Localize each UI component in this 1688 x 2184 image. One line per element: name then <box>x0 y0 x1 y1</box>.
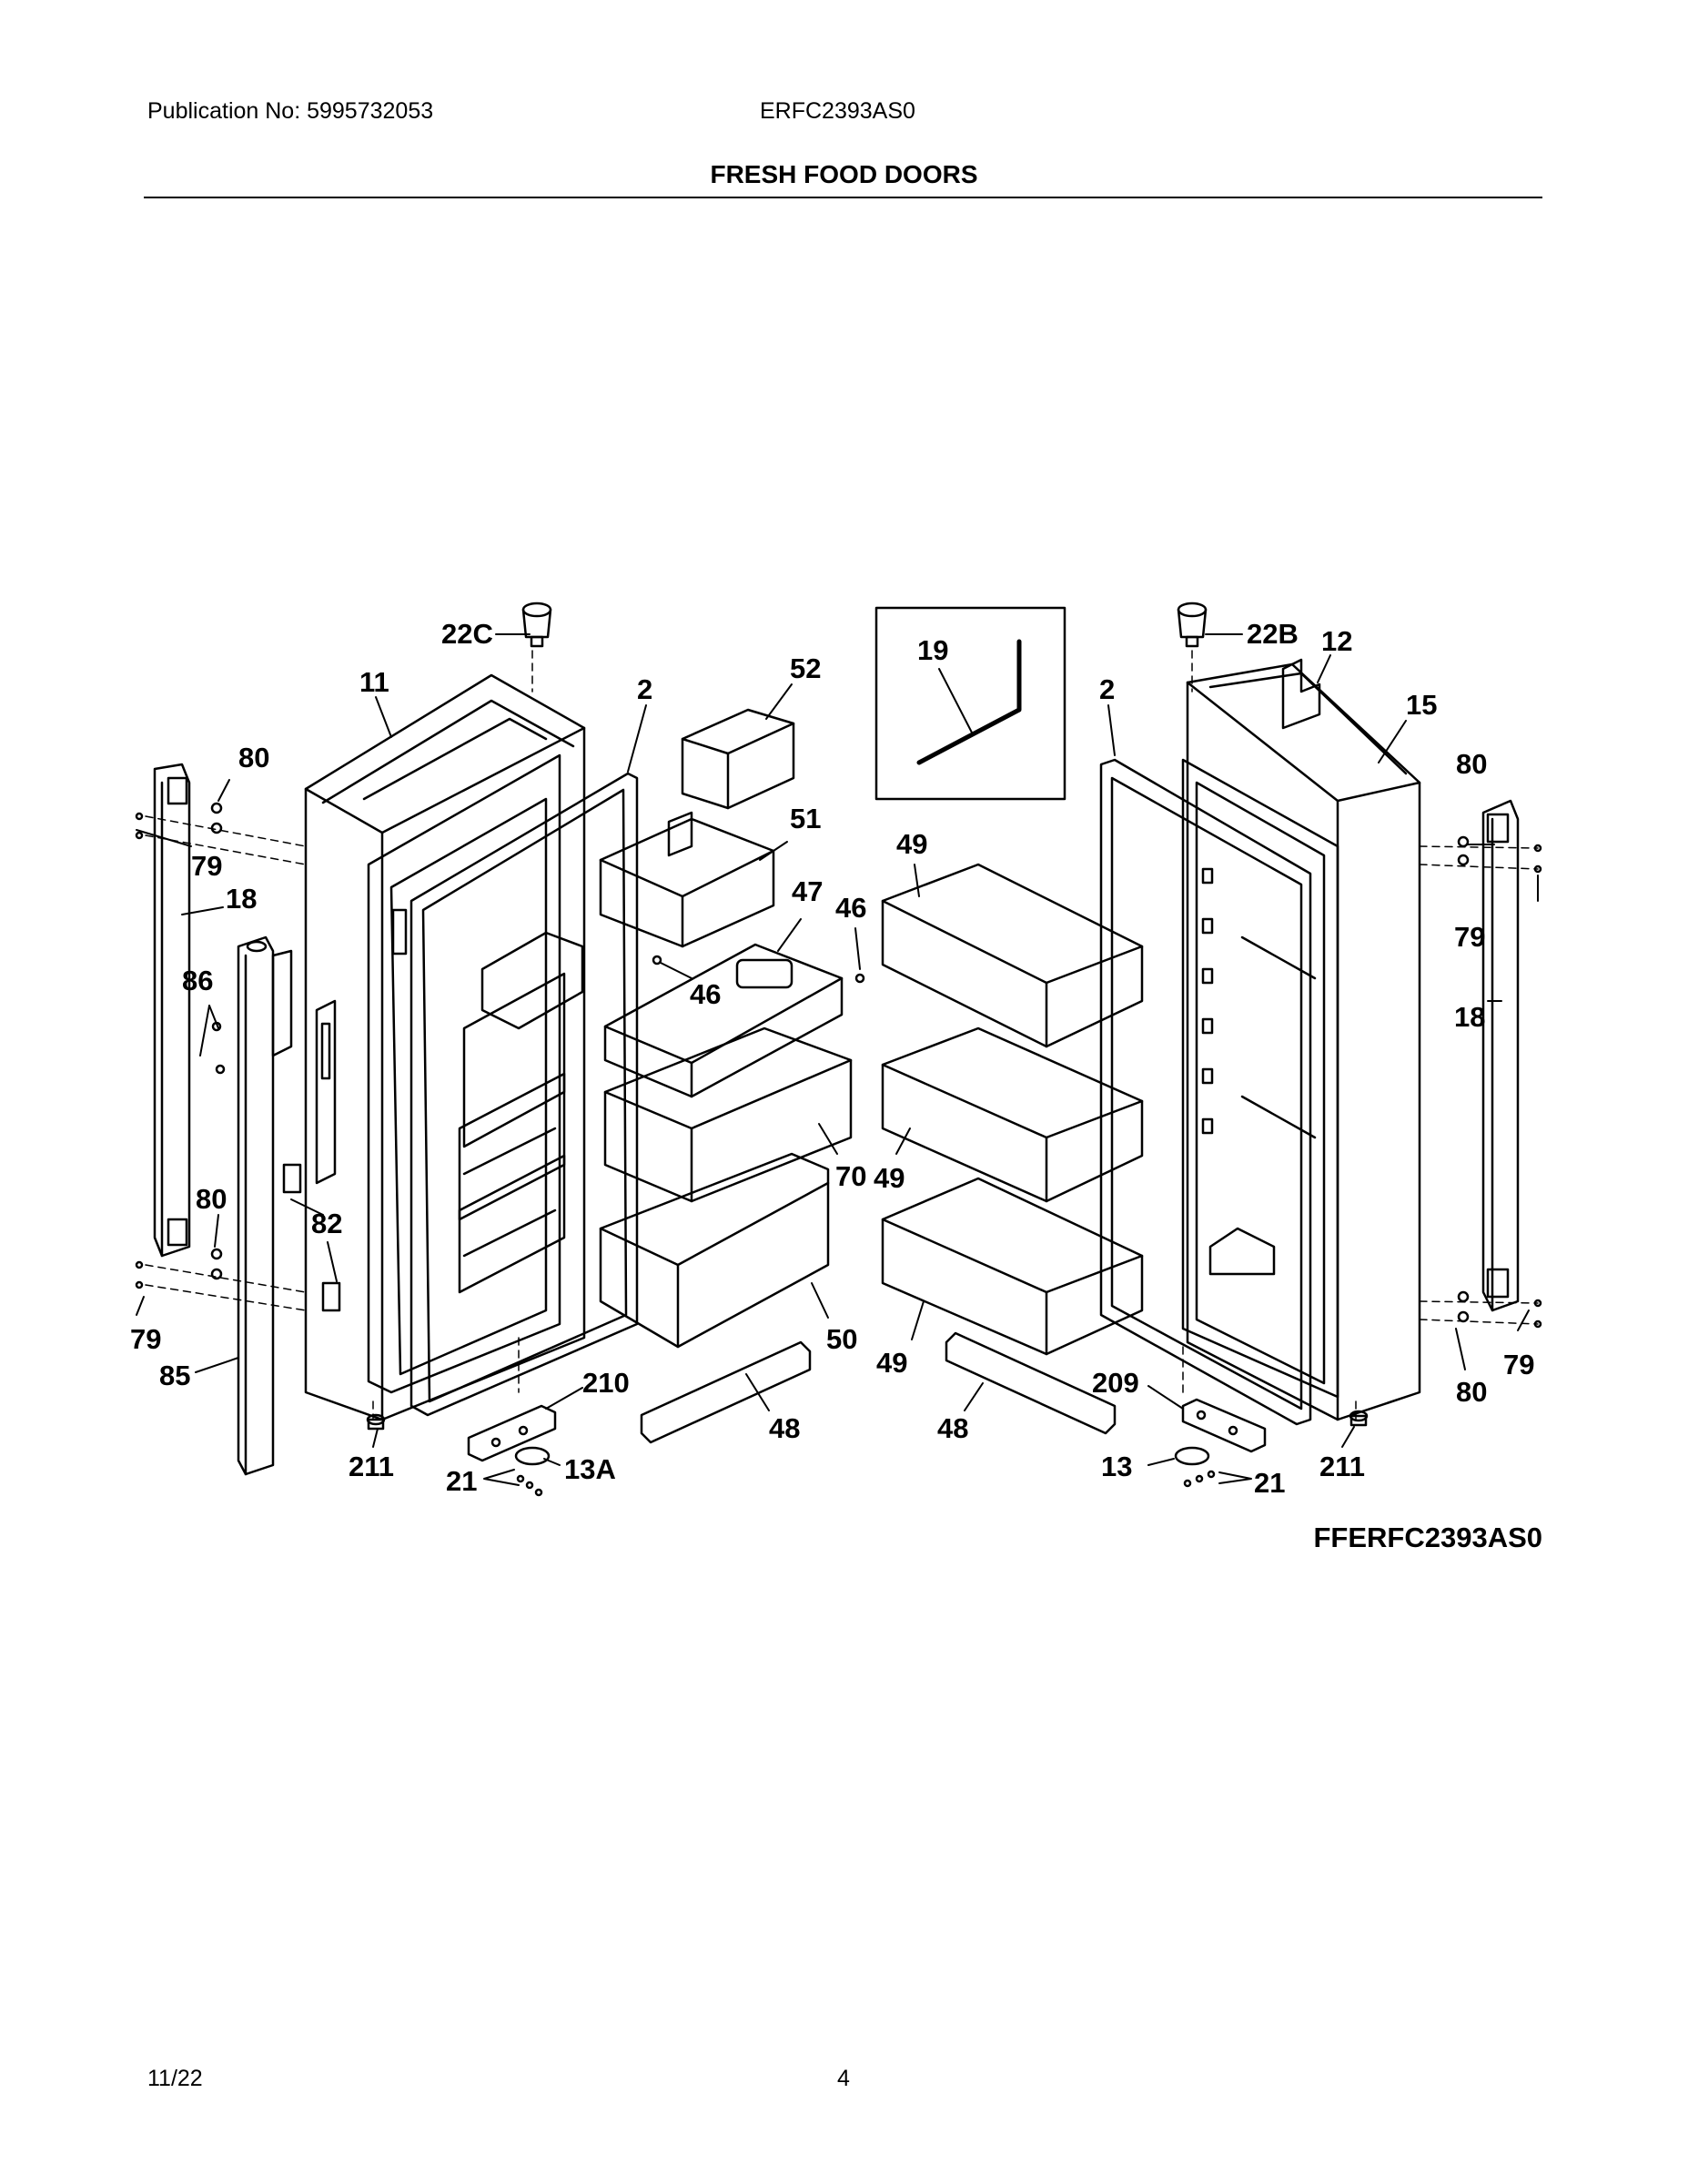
left-door-outer-panel <box>304 673 586 1421</box>
door-bin-49-top <box>881 863 1144 1048</box>
callout-49-middle: 49 <box>874 1162 905 1194</box>
callout-49-top: 49 <box>896 828 927 860</box>
door-bin-50 <box>599 1152 830 1349</box>
callout-22C: 22C <box>441 618 493 650</box>
callout-86: 86 <box>182 965 213 996</box>
left-door-inner-liner <box>315 753 561 1394</box>
callout-15: 15 <box>1406 689 1437 721</box>
leader-lines <box>136 633 1539 1486</box>
callout-70: 70 <box>835 1160 866 1192</box>
callout-52: 52 <box>790 652 821 684</box>
callout-49-bottom: 49 <box>876 1347 907 1379</box>
header-rule <box>144 197 1542 198</box>
callout-51: 51 <box>790 803 821 834</box>
callout-47: 47 <box>792 875 823 907</box>
screws-46 <box>652 955 865 984</box>
door-bin-49-middle <box>881 1026 1144 1203</box>
callout-21-right: 21 <box>1254 1467 1285 1499</box>
callout-211-left: 211 <box>349 1451 394 1482</box>
left-hinge-210 <box>467 1404 557 1462</box>
callout-13: 13 <box>1101 1451 1132 1482</box>
right-hinge-209 <box>1181 1398 1267 1453</box>
drawing-code: FFERFC2393AS0 <box>1313 1522 1542 1553</box>
callout-21-left: 21 <box>446 1465 477 1497</box>
left-handle-screws <box>135 802 341 1312</box>
left-door-dispenser-recess <box>458 931 584 1294</box>
callout-46-left: 46 <box>690 978 721 1010</box>
bin-trim-48-right <box>945 1331 1117 1435</box>
callout-79-left-top: 79 <box>191 850 222 882</box>
model-number: ERFC2393AS0 <box>760 98 915 124</box>
callout-11: 11 <box>359 666 389 698</box>
left-door-top-cap-22C <box>521 602 552 648</box>
callout-79-right-bottom: 79 <box>1503 1349 1534 1380</box>
dairy-bin-70 <box>603 1026 853 1203</box>
page-number: 4 <box>837 2066 850 2091</box>
left-handle-18 <box>153 763 191 1258</box>
right-handle-screws <box>1457 835 1542 1329</box>
left-alignment-lines <box>145 650 533 1421</box>
inset-box-wrench-19 <box>874 606 1066 801</box>
callout-85: 85 <box>159 1360 190 1391</box>
callout-18-right: 18 <box>1454 1001 1485 1033</box>
callout-79-left-bottom: 79 <box>130 1323 161 1355</box>
page-title: FRESH FOOD DOORS <box>710 160 978 188</box>
bin-51 <box>599 811 775 948</box>
right-roller-211 <box>1349 1410 1369 1427</box>
callout-211-right: 211 <box>1319 1451 1365 1482</box>
door-bin-49-bottom <box>881 1177 1144 1356</box>
right-hinge-cover-13 <box>1174 1446 1216 1488</box>
callout-19: 19 <box>917 634 948 666</box>
left-hinge-cover-13A <box>514 1446 551 1497</box>
right-door-gasket <box>1099 758 1312 1426</box>
label-12 <box>1281 658 1321 730</box>
callout-2-left: 2 <box>637 673 652 705</box>
callout-46-right: 46 <box>835 892 866 924</box>
bin-trim-48-left <box>640 1340 812 1444</box>
callout-82: 82 <box>311 1208 342 1239</box>
footer-date: 11/22 <box>147 2066 203 2091</box>
right-door-outer-panel <box>1186 662 1421 1421</box>
publication-number: Publication No: 5995732053 <box>147 98 434 124</box>
callout-80-left-bottom: 80 <box>196 1183 227 1215</box>
callout-50: 50 <box>826 1323 857 1355</box>
right-door-inner-liner <box>1181 758 1339 1399</box>
callout-48-left: 48 <box>769 1412 800 1444</box>
bin-52 <box>681 708 795 810</box>
right-handle-18 <box>1481 799 1520 1312</box>
callout-210: 210 <box>582 1367 630 1399</box>
callout-2-right: 2 <box>1099 673 1115 705</box>
callout-79-right-top: 79 <box>1454 921 1485 953</box>
right-door-top-cap-22B <box>1177 602 1208 648</box>
callout-80-right-bottom: 80 <box>1456 1376 1487 1408</box>
left-roller-211 <box>366 1413 386 1431</box>
callout-13A: 13A <box>564 1453 616 1485</box>
callout-12: 12 <box>1321 625 1352 657</box>
callout-209: 209 <box>1092 1367 1139 1399</box>
callout-48-right: 48 <box>937 1412 968 1444</box>
left-door-gasket <box>409 772 639 1417</box>
callout-80-left-top: 80 <box>238 742 269 774</box>
dairy-cover-47 <box>603 943 844 1098</box>
callout-18-left: 18 <box>226 883 257 915</box>
callout-80-right-top: 80 <box>1456 748 1487 780</box>
callout-22B: 22B <box>1247 618 1299 650</box>
left-handle-trim-85 <box>237 935 293 1476</box>
